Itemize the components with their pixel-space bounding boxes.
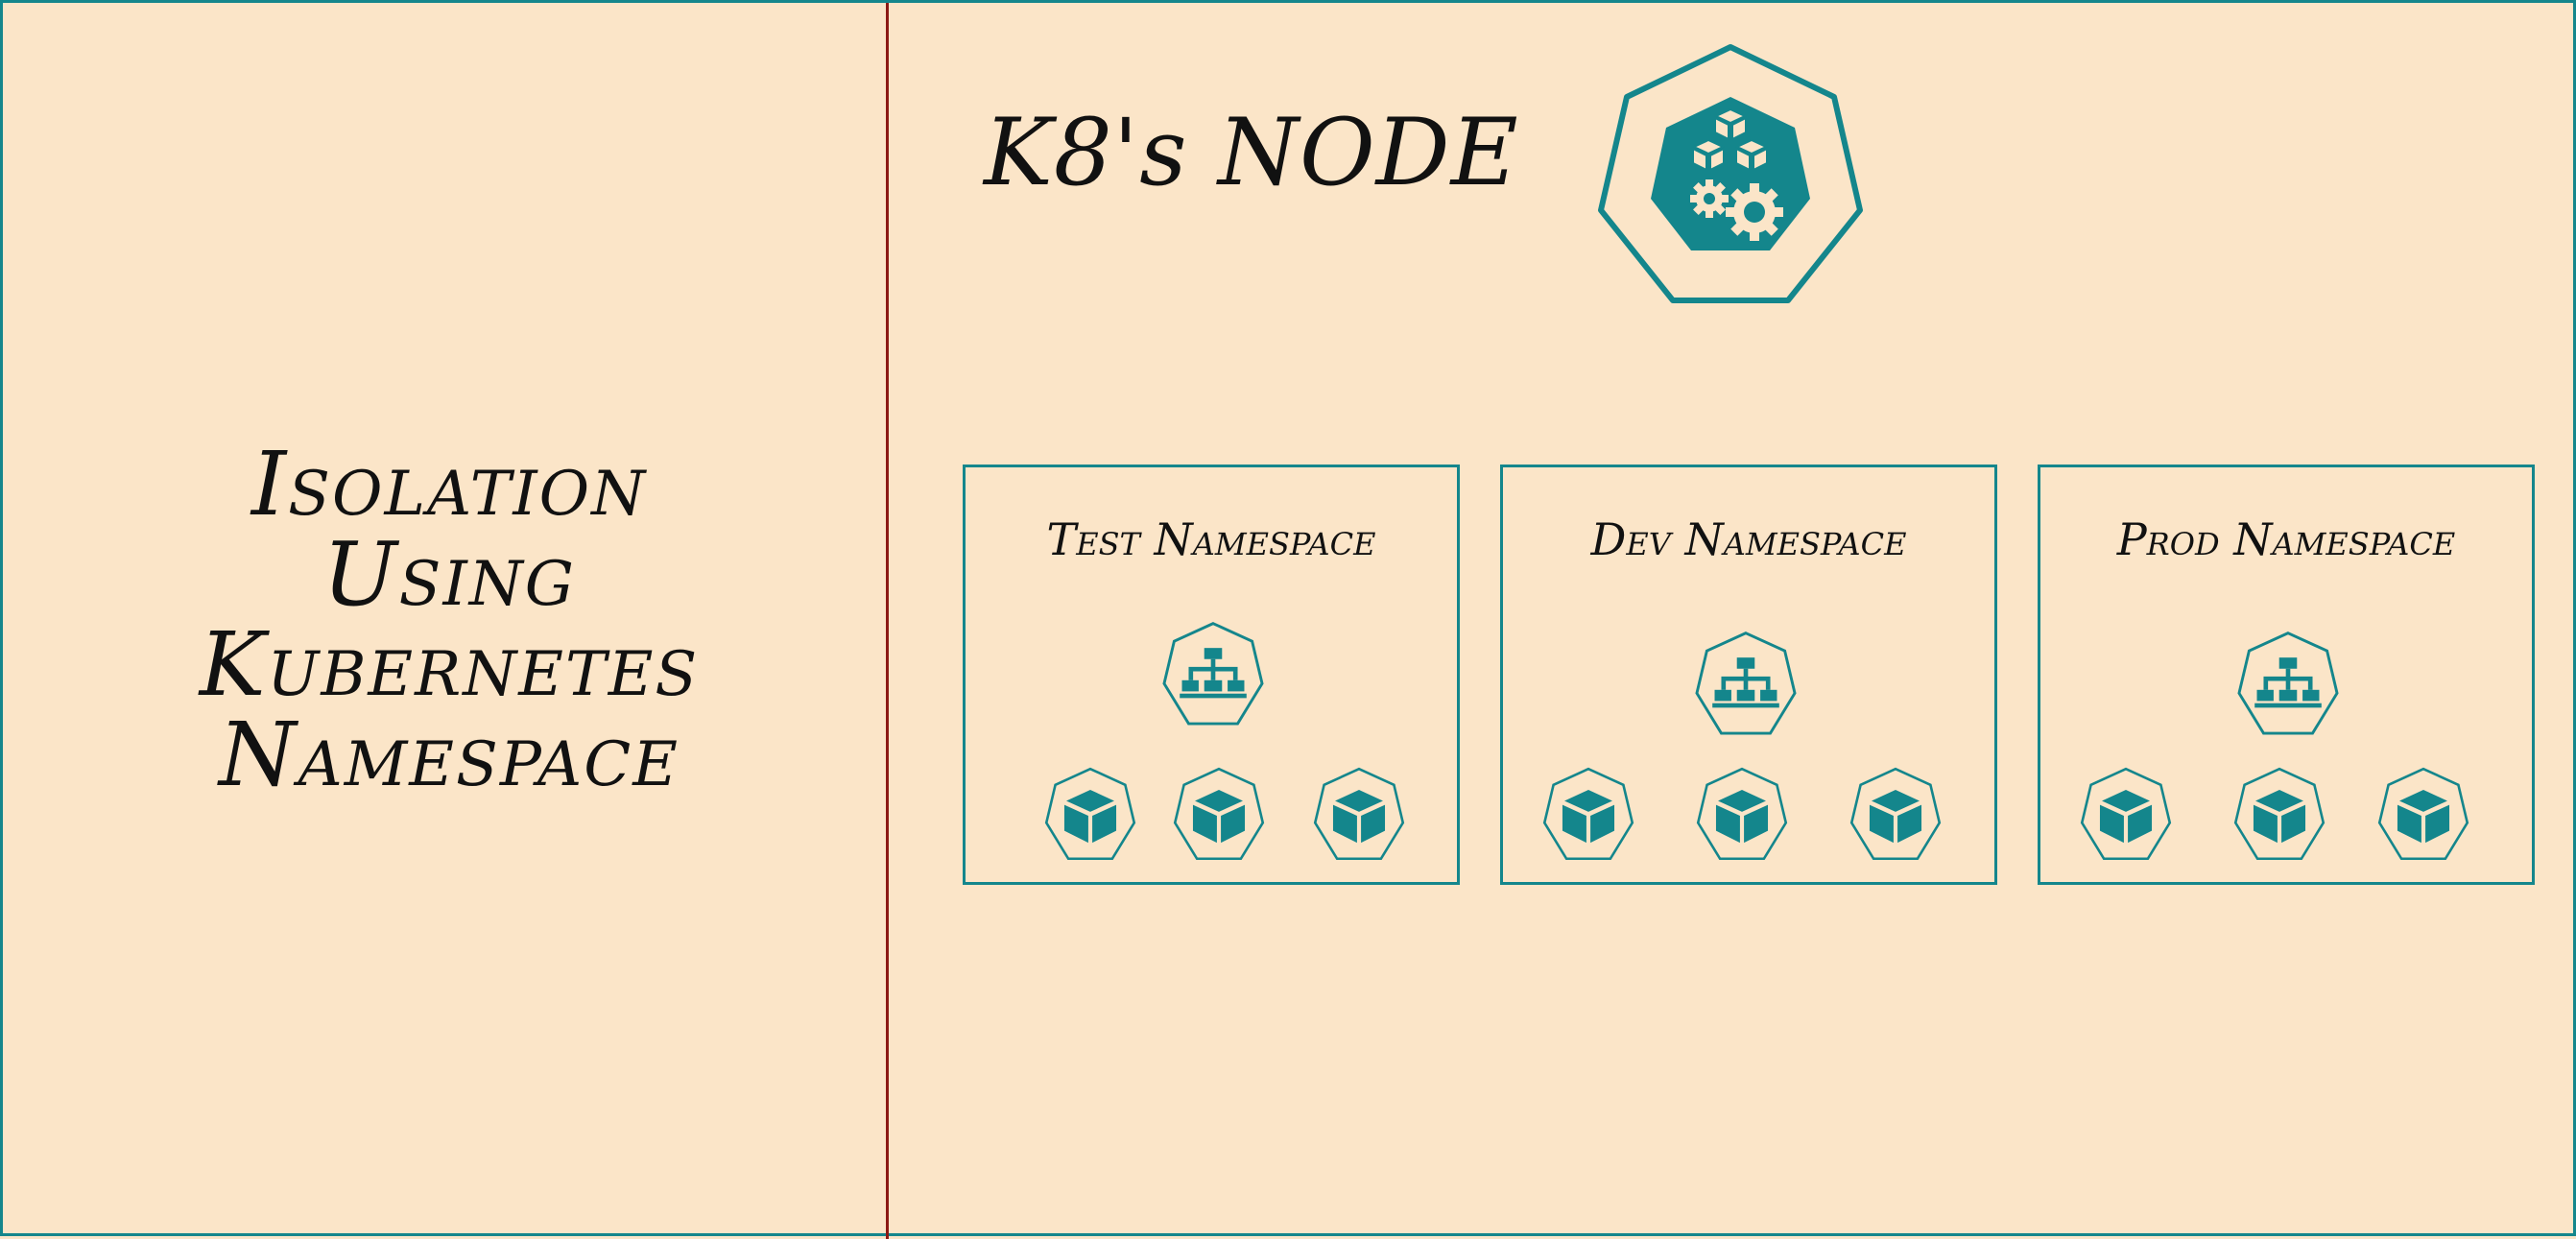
pod-cube-icon [1309,765,1409,865]
title-line-3: Kubernetes [199,613,700,716]
service-hierarchy-icon [1157,619,1269,730]
pod-cube-icon [2076,765,2176,865]
namespace-box-prod: Prod Namespace [2038,465,2535,885]
service-hierarchy-icon [1690,629,1801,740]
title-line-2: Using [322,523,576,626]
panel-divider [886,3,889,1239]
diagram-title: Isolation Using Kubernetes Namespace [118,440,780,800]
title-line-4: Namespace [219,703,680,806]
title-line-1: Isolation [250,433,648,536]
node-title: K8's NODE [984,99,1519,206]
namespace-box-dev: Dev Namespace [1500,465,1997,885]
service-hierarchy-icon [2232,629,2344,740]
pod-cube-icon [2230,765,2329,865]
kubernetes-node-icon [1598,44,1863,303]
pod-cube-icon [1538,765,1638,865]
namespace-title-dev: Dev Namespace [1590,513,1907,565]
pod-cube-icon [2373,765,2473,865]
namespace-title-prod: Prod Namespace [2116,513,2456,565]
pod-cube-icon [1169,765,1269,865]
pod-cube-icon [1846,765,1945,865]
namespace-box-test: Test Namespace [963,465,1460,885]
namespace-title-test: Test Namespace [1046,513,1376,565]
pod-cube-icon [1040,765,1140,865]
pod-cube-icon [1692,765,1792,865]
